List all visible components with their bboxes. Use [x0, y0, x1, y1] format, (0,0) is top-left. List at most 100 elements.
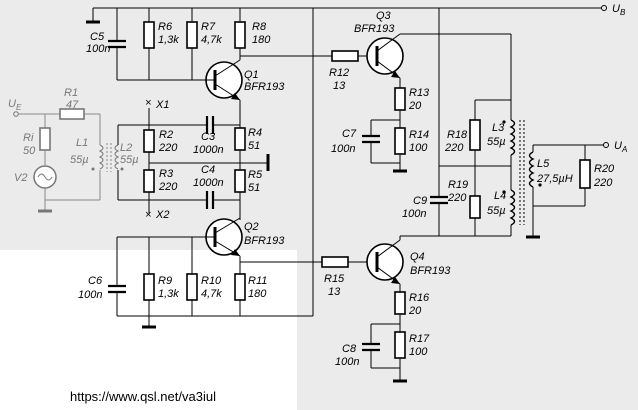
r17-label: R17: [409, 333, 430, 345]
r18-label: R18: [447, 129, 468, 141]
supply-rail-ub: [86, 5, 607, 24]
c7-capacitor: [362, 120, 380, 163]
q3-label: Q3: [376, 10, 392, 22]
r7-label: R7: [201, 21, 216, 33]
r16-value: 20: [408, 305, 422, 317]
l5-label: L5: [537, 158, 550, 170]
r4-resistor: [234, 125, 246, 163]
transformer-l1-l2: [91, 143, 124, 172]
r11-resistor: [234, 262, 246, 316]
c3-capacitor: [149, 116, 240, 134]
r4-label: R4: [248, 127, 262, 139]
c6-label: C6: [88, 275, 103, 287]
r3-value: 220: [158, 181, 178, 193]
r10-resistor: [186, 237, 198, 316]
l3-value: 55µ: [487, 136, 506, 148]
c3-value: 1000n: [193, 144, 224, 156]
r20-label: R20: [594, 163, 615, 175]
l4-label: L4: [494, 190, 506, 202]
r19-label: R19: [448, 179, 468, 191]
c3-label: C3: [201, 131, 216, 143]
r16-label: R16: [409, 292, 430, 304]
r1-resistor: [59, 108, 101, 145]
ri-value: 50: [23, 145, 36, 157]
r7-resistor: [186, 8, 198, 80]
l1-label: L1: [76, 137, 88, 149]
l3-label: L3: [492, 122, 505, 134]
ri-resistor: [39, 127, 51, 165]
source-url[interactable]: https://www.qsl.net/va3iul: [70, 389, 216, 404]
c4-capacitor: [149, 191, 240, 209]
r19-resistor: [469, 166, 481, 236]
q4-type: BFR193: [410, 265, 451, 277]
c7-value: 100n: [331, 143, 355, 155]
r18-value: 220: [444, 142, 464, 154]
q1-type: BFR193: [244, 81, 285, 93]
c5-label: C5: [90, 31, 105, 43]
r13-label: R13: [409, 87, 430, 99]
v2-label: V2: [14, 172, 27, 184]
r5-label: R5: [248, 169, 263, 181]
r8-resistor: [234, 8, 246, 60]
r9-value: 1,3k: [158, 288, 179, 300]
q2-transistor: [192, 217, 243, 257]
l1-value: 55µ: [70, 154, 89, 166]
x1-marker: ×: [145, 97, 151, 109]
r10-value: 4,7k: [201, 288, 222, 300]
r6-resistor: [143, 8, 155, 80]
ri-label: Ri: [23, 132, 34, 144]
r6-label: R6: [158, 21, 173, 33]
r19-value: 220: [447, 192, 467, 204]
r6-value: 1,3k: [158, 34, 179, 46]
r14-value: 100: [409, 142, 428, 154]
r17-value: 100: [409, 346, 428, 358]
r1-value: 47: [66, 99, 79, 111]
x1-label: X1: [155, 99, 169, 111]
r10-label: R10: [201, 275, 222, 287]
l3-inductor: [502, 34, 516, 166]
r20-resistor: [533, 145, 591, 207]
r14-label: R14: [409, 129, 429, 141]
r3-label: R3: [159, 168, 174, 180]
r13-value: 20: [408, 100, 422, 112]
panel-background-lower: [297, 250, 638, 410]
r12-value: 13: [333, 80, 346, 92]
r8-value: 180: [252, 34, 271, 46]
r5-resistor: [234, 163, 246, 220]
c9-capacitor: [430, 195, 448, 236]
c9-value: 100n: [402, 208, 426, 220]
r7-value: 4,7k: [201, 34, 222, 46]
c5-capacitor: [108, 8, 126, 80]
r9-label: R9: [158, 275, 172, 287]
c9-label: C9: [413, 195, 427, 207]
l4-value: 55µ: [487, 205, 506, 217]
q2-label: Q2: [244, 221, 259, 233]
r13-resistor: [394, 87, 406, 120]
q1-label: Q1: [244, 69, 259, 81]
r2-resistor: [143, 125, 155, 163]
c8-capacitor: [362, 324, 380, 368]
r1-label: R1: [64, 87, 78, 99]
v2-source: [33, 165, 57, 210]
c4-value: 1000n: [193, 177, 224, 189]
r11-label: R11: [248, 275, 267, 287]
l5-inductor: [528, 145, 542, 236]
q4-transistor: [366, 235, 511, 292]
l2-label: L2: [120, 142, 132, 154]
r3-resistor: [143, 163, 155, 200]
c8-value: 100n: [335, 356, 359, 368]
r18-resistor: [469, 119, 481, 166]
q3-type: BFR193: [354, 23, 395, 35]
r15-label: R15: [324, 273, 345, 285]
q3-transistor: [366, 33, 511, 88]
r17-resistor: [394, 324, 406, 380]
c5-value: 100n: [86, 43, 110, 55]
r20-value: 220: [593, 177, 613, 189]
r8-label: R8: [252, 21, 267, 33]
r4-value: 51: [248, 140, 260, 152]
l4-inductor: [502, 166, 516, 236]
q4-label: Q4: [410, 251, 425, 263]
c7-label: C7: [342, 128, 357, 140]
c8-label: C8: [342, 343, 357, 355]
